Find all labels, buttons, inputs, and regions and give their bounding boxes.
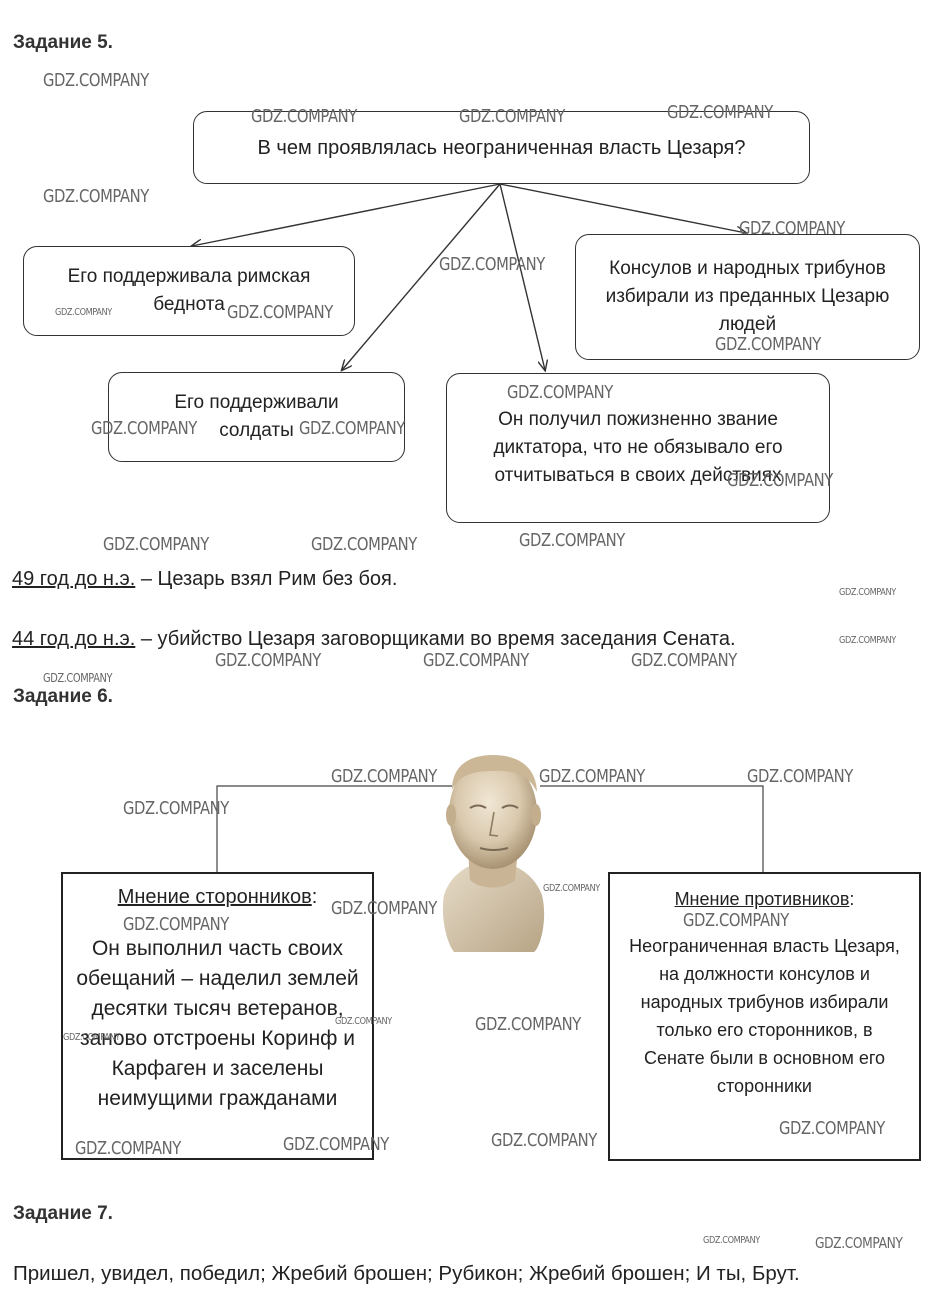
watermark: GDZ.COMPANY bbox=[459, 106, 565, 127]
watermark: GDZ.COMPANY bbox=[779, 1118, 885, 1139]
watermark: GDZ.COMPANY bbox=[683, 910, 789, 931]
watermark: GDZ.COMPANY bbox=[43, 70, 149, 91]
supporters-text: Он выполнил часть своих обещаний – надел… bbox=[73, 934, 362, 1114]
watermark: GDZ.COMPANY bbox=[839, 635, 896, 646]
watermark: GDZ.COMPANY bbox=[331, 898, 437, 919]
watermark: GDZ.COMPANY bbox=[815, 1234, 902, 1252]
watermark: GDZ.COMPANY bbox=[703, 1235, 760, 1246]
supporters-title-line: Мнение сторонников: bbox=[73, 882, 362, 912]
watermark: GDZ.COMPANY bbox=[215, 650, 321, 671]
supporters-title: Мнение сторонников bbox=[118, 886, 312, 908]
watermark: GDZ.COMPANY bbox=[103, 534, 209, 555]
watermark: GDZ.COMPANY bbox=[507, 382, 613, 403]
watermark: GDZ.COMPANY bbox=[123, 798, 229, 819]
watermark: GDZ.COMPANY bbox=[667, 102, 773, 123]
watermark: GDZ.COMPANY bbox=[491, 1130, 597, 1151]
watermark: GDZ.COMPANY bbox=[747, 766, 853, 787]
watermark: GDZ.COMPANY bbox=[91, 418, 197, 439]
watermark: GDZ.COMPANY bbox=[543, 883, 600, 894]
watermark: GDZ.COMPANY bbox=[43, 186, 149, 207]
watermark: GDZ.COMPANY bbox=[631, 650, 737, 671]
watermark: GDZ.COMPANY bbox=[251, 106, 357, 127]
watermark: GDZ.COMPANY bbox=[227, 302, 333, 323]
watermark: GDZ.COMPANY bbox=[55, 307, 112, 318]
watermark: GDZ.COMPANY bbox=[439, 254, 545, 275]
watermark: GDZ.COMPANY bbox=[839, 587, 896, 598]
watermark: GDZ.COMPANY bbox=[331, 766, 437, 787]
supporters-colon: : bbox=[312, 886, 318, 908]
opponents-title-line: Мнение противников: bbox=[624, 886, 905, 912]
watermark: GDZ.COMPANY bbox=[539, 766, 645, 787]
task7-answer: Пришел, увидел, победил; Жребий брошен; … bbox=[13, 1262, 800, 1286]
opponents-text: Неограниченная власть Цезаря, на должнос… bbox=[624, 932, 905, 1100]
watermark: GDZ.COMPANY bbox=[423, 650, 529, 671]
watermark: GDZ.COMPANY bbox=[311, 534, 417, 555]
watermark: GDZ.COMPANY bbox=[335, 1016, 392, 1027]
watermark: GDZ.COMPANY bbox=[715, 334, 821, 355]
watermark: GDZ.COMPANY bbox=[727, 470, 833, 491]
watermark: GDZ.COMPANY bbox=[299, 418, 405, 439]
watermark: GDZ.COMPANY bbox=[475, 1014, 581, 1035]
watermark: GDZ.COMPANY bbox=[63, 1032, 120, 1043]
watermark: GDZ.COMPANY bbox=[283, 1134, 389, 1155]
opponents-colon: : bbox=[849, 889, 854, 909]
opponents-title: Мнение противников bbox=[675, 889, 850, 909]
watermark: GDZ.COMPANY bbox=[739, 218, 845, 239]
watermark: GDZ.COMPANY bbox=[123, 914, 229, 935]
watermark: GDZ.COMPANY bbox=[519, 530, 625, 551]
task7-heading: Задание 7. bbox=[13, 1203, 113, 1225]
watermark: GDZ.COMPANY bbox=[43, 671, 112, 685]
watermark: GDZ.COMPANY bbox=[75, 1138, 181, 1159]
